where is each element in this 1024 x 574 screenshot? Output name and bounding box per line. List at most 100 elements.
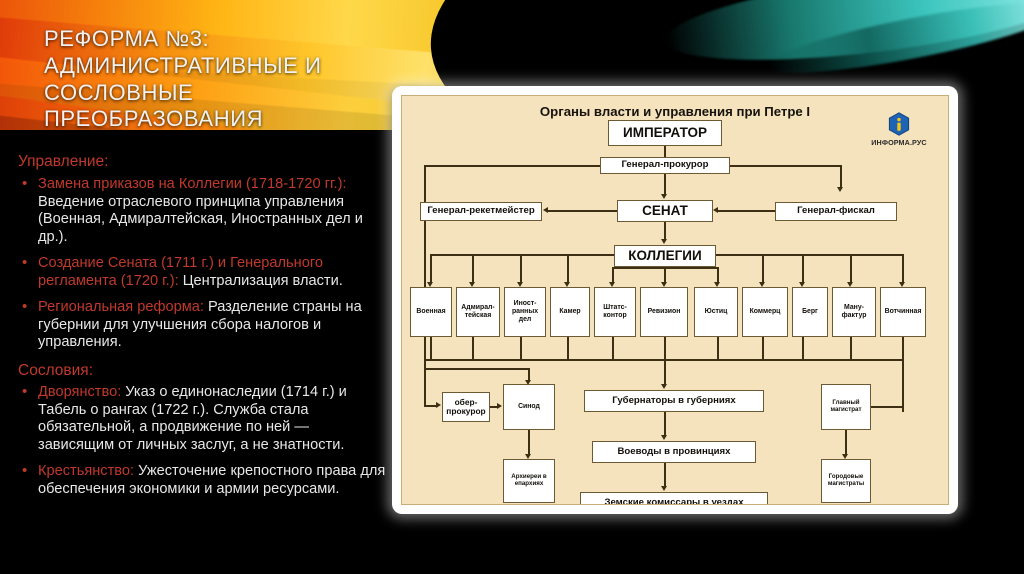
connector-emperor-to-prosecutor (664, 146, 666, 157)
node-label: Ману-фактур (841, 304, 867, 319)
node-prosecutor-general: Генерал-прокурор (600, 157, 730, 174)
bullet-rest: Введение отраслевого принципа управления… (38, 193, 363, 245)
arrowhead-to-zemstvo (661, 486, 667, 491)
arrowhead-collegium-6 (661, 282, 667, 287)
node-label: Военная (416, 308, 446, 316)
arrowhead-collegium-10 (847, 282, 853, 287)
list-item: Дворянство: Указ о единонаследии (1714 г… (18, 383, 386, 454)
connector-fiscal-to-senate (718, 210, 775, 212)
connector-bus-right (730, 165, 842, 167)
arrowhead-to-senate-right (713, 207, 718, 213)
node-collegium: Военная (410, 287, 452, 337)
connector-right-riser (840, 165, 842, 189)
arrowhead-collegium-5 (609, 282, 615, 287)
node-zemstvo-commissars: Земские комиссары в уездах (580, 492, 768, 504)
node-label: Камер (559, 308, 581, 316)
bullet-list-management: Замена приказов на Коллегии (1718-1720 г… (18, 175, 386, 352)
bullet-list-estates: Дворянство: Указ о единонаследии (1714 г… (18, 383, 386, 498)
node-label: Штатс-контор (603, 304, 627, 319)
connector-into-chief-magistrate (870, 406, 902, 408)
arrowhead-to-bishops (525, 454, 531, 459)
bullet-rest: Указ о единонаследии (1714 г.) и Табель … (38, 384, 347, 453)
info-hexagon-icon (888, 112, 910, 136)
arrowhead-to-senate (661, 194, 667, 199)
node-voivodes: Воеводы в провинциях (592, 441, 756, 463)
arrowhead-synod-top (525, 380, 531, 385)
node-ober-prokuror: обер-прокурор (442, 392, 490, 422)
arrowhead-collegium-7 (714, 282, 720, 287)
node-general-reketmeister: Генерал-рекетмейстер (420, 202, 542, 221)
connector-synod-to-bishops (528, 430, 530, 456)
node-label: КОЛЛЕГИИ (628, 248, 702, 264)
node-collegium: Юстиц (694, 287, 738, 337)
node-label: Коммерц (749, 308, 781, 316)
stem-collegium-4 (567, 337, 569, 360)
arrowhead-to-voivodes (661, 435, 667, 440)
riser-collegium-9 (802, 254, 804, 284)
riser-collegium-2 (472, 254, 474, 284)
stem-collegium-10 (850, 337, 852, 360)
node-collegium: Штатс-контор (594, 287, 636, 337)
riser-collegium-3 (520, 254, 522, 284)
arrowhead-to-city-magistrates (842, 454, 848, 459)
connector-bus-left (424, 165, 600, 167)
riser-collegium-11 (902, 254, 904, 284)
node-label: СЕНАТ (642, 203, 688, 219)
arrowhead-to-synod (497, 403, 502, 409)
arrowhead-collegium-2 (469, 282, 475, 287)
node-label: Иност-ранных дел (511, 300, 539, 323)
node-label: Главный магистрат (830, 399, 862, 413)
stem-collegium-2 (472, 337, 474, 360)
connector-left-riser (424, 165, 426, 401)
stem-collegium-8 (762, 337, 764, 360)
stem-collegium-5 (612, 337, 614, 360)
node-label: Ревизион (647, 308, 681, 316)
connector-ober-to-synod (490, 406, 499, 408)
bullet-lead: Региональная реформа: (38, 299, 204, 316)
node-label: Воеводы в провинциях (617, 445, 731, 457)
node-label: ИМПЕРАТОР (623, 125, 707, 141)
node-collegium: Вотчинная (880, 287, 926, 337)
bullet-rest: Ужесточение крепостного права для обеспе… (38, 463, 386, 497)
node-label: Генерал-фискал (797, 205, 875, 217)
arrowhead-to-reketmeister (543, 207, 548, 213)
watermark-logo: ИНФОРМА.РУС (860, 112, 938, 147)
stem-collegium-1 (430, 337, 432, 360)
node-label: Адмирал-тейская (461, 304, 495, 319)
stem-collegium-7 (717, 337, 719, 360)
connector-collegia-bus-right (716, 254, 904, 256)
stem-collegium-9 (802, 337, 804, 360)
list-item: Замена приказов на Коллегии (1718-1720 г… (18, 175, 386, 246)
node-label: Берг (802, 308, 818, 316)
connector-voivodes-to-zemstvo (664, 463, 666, 488)
watermark-text: ИНФОРМА.РУС (871, 138, 927, 147)
node-collegium: Иност-ранных дел (504, 287, 546, 337)
gradient-teal-streak-2 (762, 0, 1024, 87)
node-label: Юстиц (704, 308, 728, 316)
list-item: Крестьянство: Ужесточение крепостного пр… (18, 462, 386, 498)
connector-senate-to-collegia (664, 222, 666, 241)
node-chief-magistrate: Главный магистрат (821, 384, 871, 430)
connector-left-into-ober (424, 405, 438, 407)
node-label: Архиереи в епархиях (511, 473, 547, 487)
node-governors: Губернаторы в губерниях (584, 390, 764, 412)
arrowhead-collegium-9 (799, 282, 805, 287)
node-collegia: КОЛЛЕГИИ (614, 245, 716, 267)
riser-collegium-5 (612, 267, 614, 284)
connector-right-drop-magistrate (902, 359, 904, 407)
node-label: Губернаторы в губерниях (612, 394, 736, 406)
node-label: Синод (518, 403, 540, 411)
arrowhead-to-ober-prokuror (436, 402, 441, 408)
arrowhead-to-general-fiscal (837, 187, 843, 192)
riser-collegium-6 (664, 267, 666, 284)
arrowhead-collegium-8 (759, 282, 765, 287)
node-bishops: Архиереи в епархиях (503, 459, 555, 503)
bullet-lead: Создание Сената (1711 г.) и Генерального… (38, 255, 323, 289)
connector-collegia-to-governors (664, 359, 666, 386)
list-item: Создание Сената (1711 г.) и Генерального… (18, 254, 386, 290)
riser-collegium-4 (567, 254, 569, 284)
gradient-teal-streak-1 (661, 0, 1024, 78)
node-label: Генерал-рекетмейстер (427, 205, 535, 217)
bullet-lead: Замена приказов на Коллегии (1718-1720 г… (38, 176, 347, 193)
